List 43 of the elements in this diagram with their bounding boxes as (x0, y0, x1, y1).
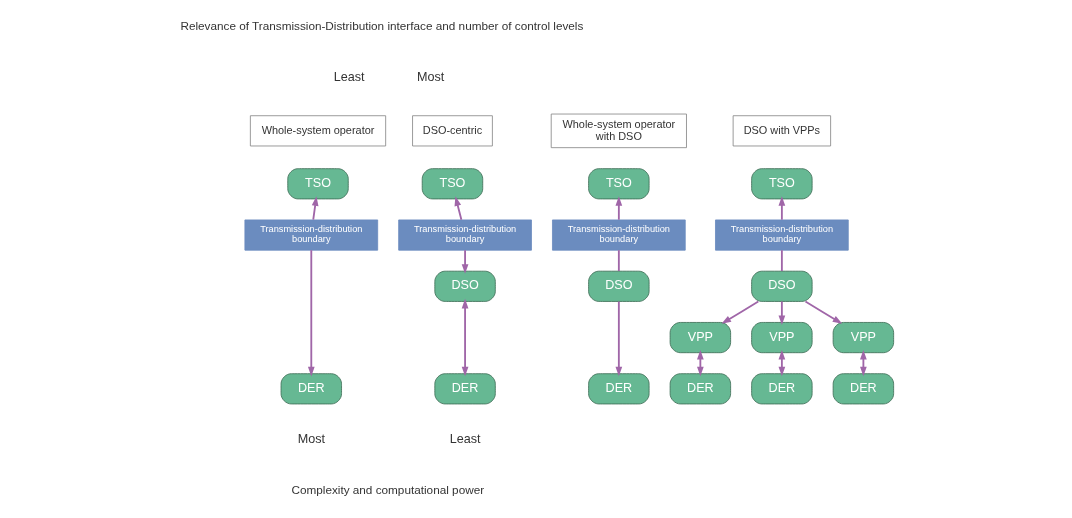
arrow (461, 249, 468, 274)
node-box: DSO with VPPs (732, 115, 831, 147)
arrow (615, 196, 622, 221)
arrow (307, 249, 315, 377)
connector (617, 249, 620, 272)
arrow (615, 300, 622, 377)
node-box: DER (669, 373, 731, 405)
arrow (804, 300, 842, 324)
label: Most (416, 69, 444, 84)
arrow (311, 196, 318, 221)
label: Complexity and computational power (290, 483, 484, 497)
label: Most (297, 432, 325, 447)
arrow (721, 300, 759, 324)
arrow (454, 196, 462, 221)
node-box: DSO (587, 270, 649, 302)
node-box: DSO-centric (411, 115, 493, 147)
label: Least (333, 69, 365, 84)
arrow (778, 300, 785, 326)
node-box: TSO (587, 168, 649, 200)
node-box: VPP (750, 322, 813, 354)
node-box: Transmission-distribution boundary (244, 219, 378, 251)
node-box: DER (433, 373, 496, 405)
label: Least (449, 432, 480, 447)
node-box: Whole-system operator with DSO (550, 113, 687, 149)
node-box: TSO (750, 168, 813, 200)
connector (780, 249, 783, 272)
node-box: Whole-system operator (249, 115, 386, 147)
node-box: VPP (832, 322, 894, 354)
node-box: DER (750, 373, 813, 405)
node-box: Transmission-distribution boundary (714, 219, 849, 251)
node-box: Transmission-distribution boundary (397, 219, 532, 251)
node-box: VPP (669, 322, 731, 354)
arrow (778, 196, 785, 221)
node-box: DER (280, 373, 342, 405)
node-box: DSO (750, 270, 813, 302)
node-box: Transmission-distribution boundary (551, 219, 686, 251)
node-box: DER (832, 373, 894, 405)
node-box: TSO (421, 168, 483, 200)
node-box: DER (587, 373, 649, 405)
arrow (461, 298, 468, 377)
label: Relevance of Transmission-Distribution interface and number of control levels (179, 18, 583, 32)
node-box: TSO (286, 168, 349, 200)
node-box: DSO (433, 270, 496, 302)
